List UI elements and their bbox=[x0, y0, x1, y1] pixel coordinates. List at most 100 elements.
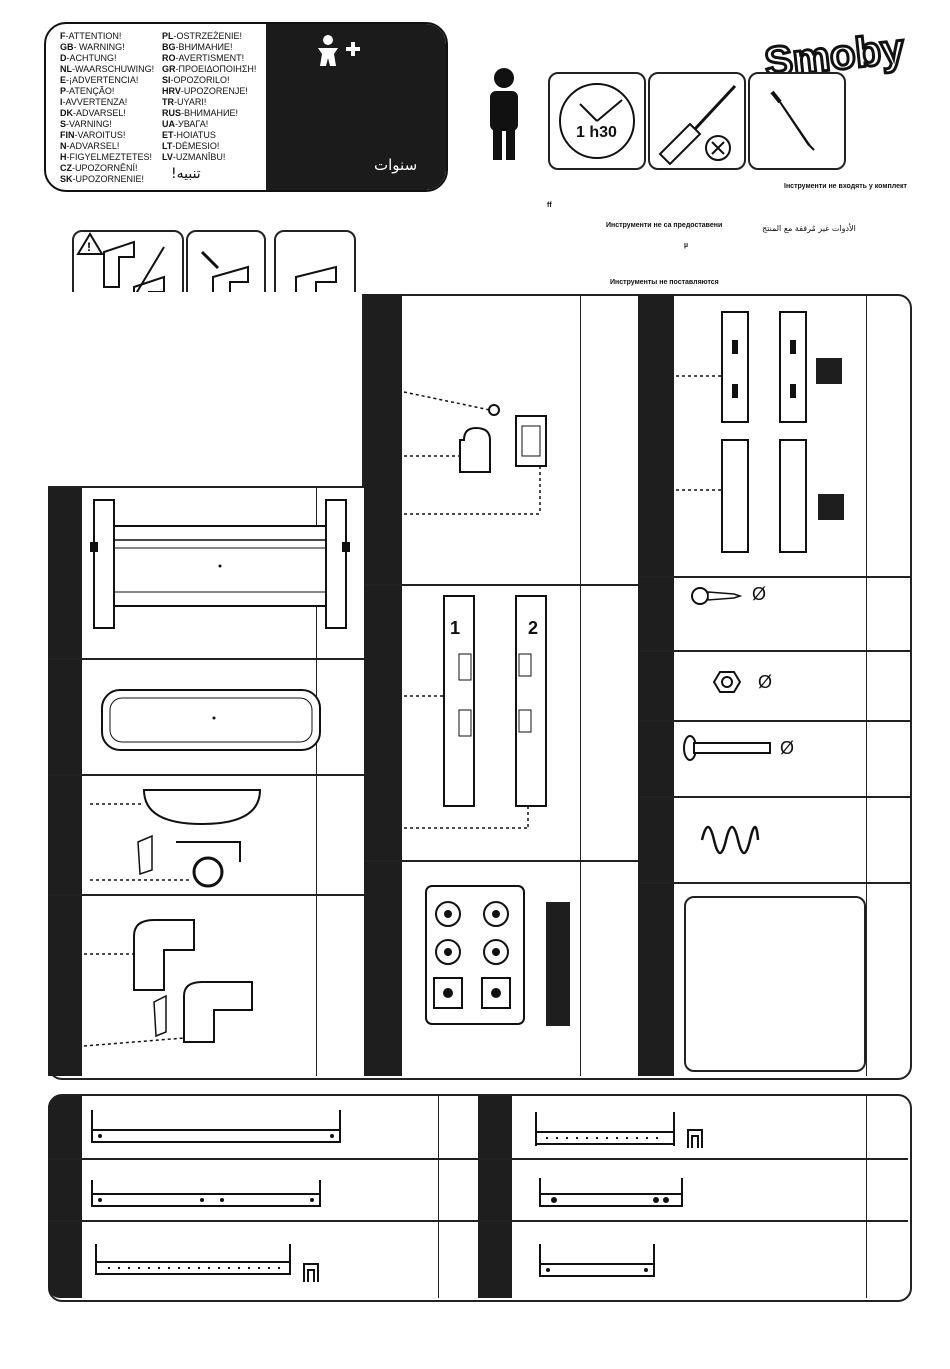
warning-text: -UZMANĪBU! bbox=[172, 152, 226, 162]
rail-b bbox=[91, 1180, 321, 1207]
basin-assembly-illustration bbox=[90, 789, 262, 888]
warning-line: RO-AVERTISMENT! bbox=[162, 53, 244, 64]
warning-text: -ATTENTION! bbox=[65, 31, 122, 41]
adult-person-icon bbox=[490, 68, 518, 160]
warning-line: UA-УВАГА! bbox=[162, 119, 208, 130]
warning-text: -DĖMESIO! bbox=[172, 141, 220, 151]
warning-line: N-ADVARSEL! bbox=[60, 141, 119, 152]
bolt-icon bbox=[683, 735, 771, 761]
nut-icon bbox=[712, 671, 742, 693]
warning-line: BG-ВНИМАНИЕ! bbox=[162, 42, 232, 53]
warning-line: SK-UPOZORNENIE! bbox=[60, 174, 144, 185]
warning-line: DK-ADVARSEL! bbox=[60, 108, 126, 119]
warning-lang-code: TR bbox=[162, 97, 174, 107]
tools-note-ar: الأدوات غير مُرفقة مع المنتج bbox=[762, 224, 856, 233]
warning-line: HRV-UPOZORENJE! bbox=[162, 86, 248, 97]
warning-line: CZ-UPOZORNĚNÍ! bbox=[60, 163, 138, 174]
warning-text: -AVVERTENZA! bbox=[62, 97, 128, 107]
warning-line: LT-DĖMESIO! bbox=[162, 141, 219, 152]
rail-e bbox=[539, 1178, 683, 1207]
warning-text: -ADVARSEL! bbox=[66, 141, 120, 151]
tap-assembly-illustration bbox=[403, 391, 547, 515]
rails-strip-left bbox=[48, 1096, 82, 1298]
warning-text: -ВНИМАНИЕ! bbox=[175, 42, 233, 52]
screw-icon bbox=[691, 587, 743, 605]
warning-text: -AVERTISMENT! bbox=[175, 53, 245, 63]
warning-lang-code: E bbox=[60, 75, 67, 85]
warning-line: I-AVVERTENZA! bbox=[60, 97, 127, 108]
warning-text: -VARNING! bbox=[66, 119, 112, 129]
warning-lang-code: I bbox=[60, 97, 63, 107]
glyph-ff: ff bbox=[547, 202, 552, 209]
warning-text: -UYARI! bbox=[174, 97, 207, 107]
warning-lang-code: LT bbox=[162, 141, 173, 151]
warning-text: -OSTRZEŻENIE! bbox=[173, 31, 243, 41]
warning-line: D-ACHTUNG! bbox=[60, 53, 117, 64]
rail-c bbox=[95, 1244, 319, 1282]
warning-lang-code: PL bbox=[162, 31, 174, 41]
step-label-1: 1 bbox=[450, 618, 461, 638]
frame-notch bbox=[46, 292, 362, 486]
clock-icon bbox=[559, 83, 635, 159]
column-strip-left bbox=[48, 488, 82, 1076]
warning-line: PL-OSTRZEŻENIE! bbox=[162, 31, 242, 42]
column-strip-middle bbox=[364, 294, 402, 1076]
screwdriver-icon bbox=[658, 84, 737, 166]
bolt-diameter: Ø bbox=[780, 738, 795, 758]
warning-lang-code: H bbox=[60, 152, 67, 162]
glyph-mu: µ bbox=[684, 242, 689, 249]
warning-line: GR-ΠΡΟΕΙΔΟΠΟΙΗΣΗ! bbox=[162, 64, 256, 75]
assembly-time: 1 h30 bbox=[576, 124, 617, 141]
child-plus-icon bbox=[318, 35, 360, 66]
warning-lang-code: S bbox=[60, 119, 67, 129]
fittings-sprue-illustration bbox=[425, 885, 570, 1026]
warning-line: ET-HOIATUS bbox=[162, 130, 216, 141]
rails-strip-right bbox=[478, 1096, 512, 1298]
warning-line: LV-UZMANĪBU! bbox=[162, 152, 225, 163]
tools-note-ua: Інструменти не входять у комплект bbox=[784, 183, 907, 190]
warning-line: E-¡ADVERTENCIA! bbox=[60, 75, 138, 86]
warning-lang-code: RUS bbox=[162, 108, 182, 118]
warning-lang-code: CZ bbox=[60, 163, 72, 173]
warning-text: -HOIATUS bbox=[173, 130, 216, 140]
warning-line: H-FIGYELMEZTETES! bbox=[60, 152, 152, 163]
warning-lang-code: HRV bbox=[162, 86, 181, 96]
warning-line: S-VARNING! bbox=[60, 119, 112, 130]
warning-text: -ΠΡΟΕΙΔΟΠΟΙΗΣΗ! bbox=[175, 64, 257, 74]
warning-line: RUS-ВНИМАНИЕ! bbox=[162, 108, 238, 119]
warning-lang-code: SI bbox=[162, 75, 171, 85]
warning-lang-code: D bbox=[60, 53, 67, 63]
screw-diameter: Ø bbox=[752, 584, 767, 604]
warning-lang-code: F bbox=[60, 31, 66, 41]
warning-text: -FIGYELMEZTETES! bbox=[66, 152, 153, 162]
elbow-pipe-illustration bbox=[83, 919, 253, 1047]
warning-lang-code: LV bbox=[162, 152, 173, 162]
step-label-2: 2 bbox=[528, 618, 539, 638]
warning-text: -ATENÇÃO! bbox=[66, 86, 115, 96]
warning-text: -ADVARSEL! bbox=[73, 108, 126, 118]
warning-line: FIN-VAROITUS! bbox=[60, 130, 125, 141]
svg-text:!: ! bbox=[87, 240, 91, 254]
screwdriver-tile bbox=[648, 72, 746, 170]
instruction-blank-box bbox=[684, 896, 866, 1072]
arabic-warning: !تنبيه bbox=[171, 166, 201, 182]
warning-text: -УВАГА! bbox=[175, 119, 209, 129]
warning-lang-code: GB bbox=[60, 42, 74, 52]
warning-line: P-ATENÇÃO! bbox=[60, 86, 114, 97]
tray-illustration bbox=[101, 689, 321, 751]
warning-text: -UPOZORENJE! bbox=[180, 86, 248, 96]
warning-lang-code: P bbox=[60, 86, 67, 96]
warning-lang-code: BG bbox=[162, 42, 176, 52]
knife-tile bbox=[748, 72, 846, 170]
warning-lang-code: DK bbox=[60, 108, 73, 118]
side-panels-illustration bbox=[404, 595, 547, 829]
warning-lang-code: GR bbox=[162, 64, 176, 74]
warning-line: F-ATTENTION! bbox=[60, 31, 121, 42]
warning-line: GB- WARNING! bbox=[60, 42, 125, 53]
warning-text: -OPOZORILO! bbox=[170, 75, 230, 85]
bench-frame-illustration bbox=[90, 499, 350, 629]
warning-lang-code: NL bbox=[60, 64, 72, 74]
warning-text: -ACHTUNG! bbox=[66, 53, 117, 63]
warning-text: -UPOZORNENIE! bbox=[72, 174, 145, 184]
warning-text: -WAARSCHUWING! bbox=[72, 64, 155, 74]
